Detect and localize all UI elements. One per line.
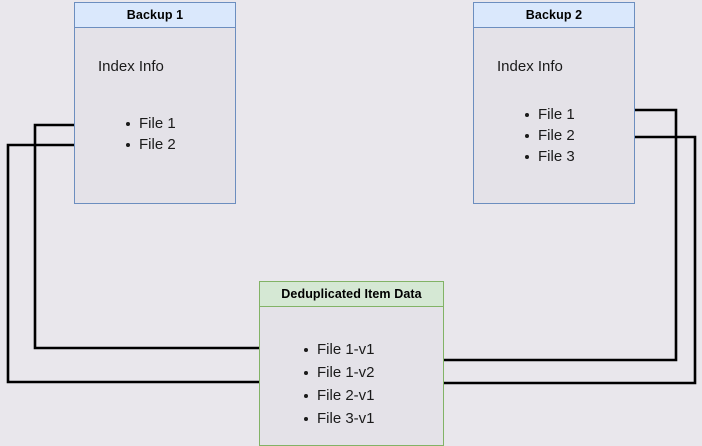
list-item: File 3 [525, 146, 575, 167]
node-backup1-body: Index Info File 1 File 2 [75, 28, 235, 203]
list-item: File 1-v1 [304, 338, 375, 361]
bullet-icon [525, 133, 529, 138]
node-backup2-item-list: File 1 File 2 File 3 [525, 104, 575, 167]
bullet-icon [126, 142, 130, 147]
node-backup1[interactable]: Backup 1 Index Info File 1 File 2 [74, 2, 236, 204]
node-backup1-header: Backup 1 [75, 3, 235, 28]
node-backup1-section-label: Index Info [98, 58, 164, 75]
node-deduplicated-item-data[interactable]: Deduplicated Item Data File 1-v1 File 1-… [259, 281, 444, 446]
list-item-label: File 3 [538, 148, 575, 165]
node-dedup-body: File 1-v1 File 1-v2 File 2-v1 File 3-v1 [260, 307, 443, 445]
list-item-label: File 1 [538, 106, 575, 123]
node-dedup-item-list: File 1-v1 File 1-v2 File 2-v1 File 3-v1 [304, 338, 375, 430]
list-item: File 3-v1 [304, 407, 375, 430]
bullet-icon [525, 154, 529, 159]
node-backup1-item-list: File 1 File 2 [126, 113, 176, 155]
list-item-label: File 1-v1 [317, 341, 375, 358]
bullet-icon [304, 393, 308, 398]
list-item: File 2 [525, 125, 575, 146]
list-item: File 2 [126, 134, 176, 155]
node-backup2[interactable]: Backup 2 Index Info File 1 File 2 File 3 [473, 2, 635, 204]
list-item-label: File 2-v1 [317, 387, 375, 404]
bullet-icon [525, 112, 529, 117]
list-item: File 2-v1 [304, 384, 375, 407]
list-item: File 1-v2 [304, 361, 375, 384]
node-backup2-body: Index Info File 1 File 2 File 3 [474, 28, 634, 203]
list-item-label: File 1 [139, 115, 176, 132]
list-item: File 1 [126, 113, 176, 134]
list-item-label: File 2 [139, 136, 176, 153]
node-backup2-section-label: Index Info [497, 58, 563, 75]
list-item-label: File 1-v2 [317, 364, 375, 381]
list-item-label: File 3-v1 [317, 410, 375, 427]
bullet-icon [304, 347, 308, 352]
bullet-icon [126, 121, 130, 126]
node-dedup-header: Deduplicated Item Data [260, 282, 443, 307]
node-backup2-header: Backup 2 [474, 3, 634, 28]
bullet-icon [304, 416, 308, 421]
list-item: File 1 [525, 104, 575, 125]
bullet-icon [304, 370, 308, 375]
list-item-label: File 2 [538, 127, 575, 144]
